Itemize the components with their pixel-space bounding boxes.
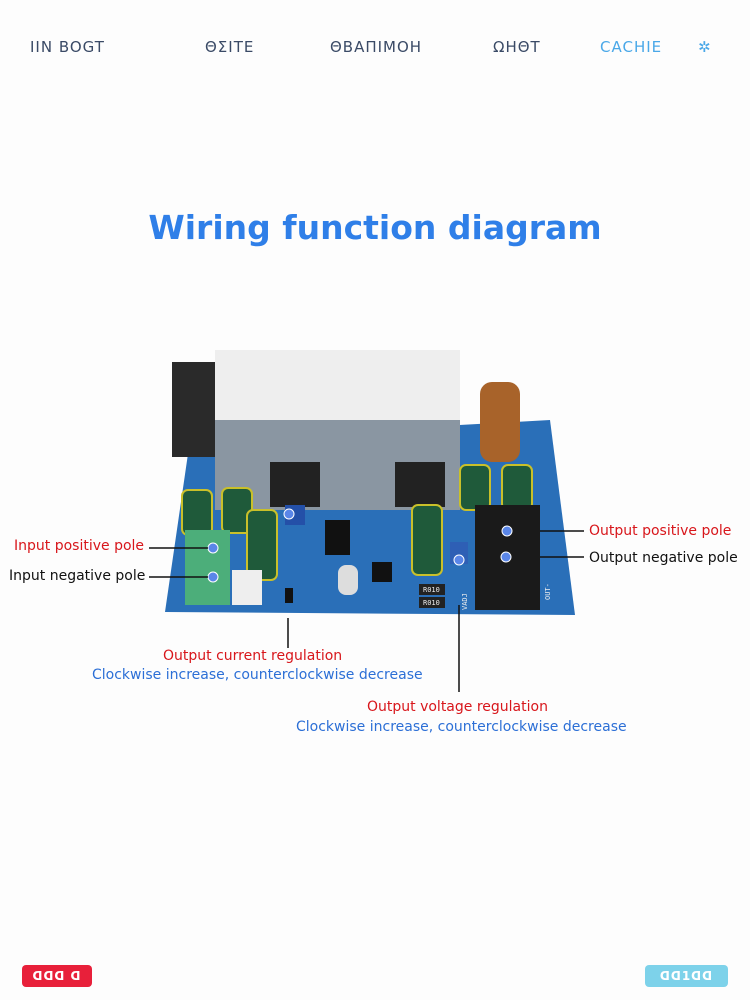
inductor — [480, 382, 520, 462]
vadj-mark: VADJ — [461, 593, 469, 610]
input-negative-dot — [207, 571, 219, 583]
right-button[interactable]: ᗡᗡ1ᗡᗡ — [645, 965, 728, 987]
output-negative-dot — [500, 551, 512, 563]
left-button[interactable]: ᗡᗡᗡ ᗡ — [22, 965, 92, 987]
output-negative-label: Output negative pole — [589, 550, 738, 566]
out-minus-mark: OUT- — [544, 583, 552, 600]
page-title: Wiring function diagram — [148, 208, 602, 247]
current-regulation-title: Output current regulation — [163, 648, 343, 664]
resistor-mark-1: R010 — [423, 586, 440, 594]
voltage-pot-dot — [453, 554, 465, 566]
nav-item-2[interactable]: ΘΣΙΤΕ — [205, 38, 255, 56]
input-negative-label: Input negative pole — [9, 568, 146, 584]
share-icon[interactable]: ✲ — [698, 38, 712, 56]
output-positive-dot — [501, 525, 513, 537]
input-terminal — [185, 530, 230, 605]
nav-item-1[interactable]: IIN BOGT — [30, 38, 105, 56]
current-pot-dot — [283, 508, 295, 520]
nav-item-3[interactable]: ΘΒΑΠΙΜΟΗ — [330, 38, 423, 56]
input-positive-dot — [207, 542, 219, 554]
resistor-mark-2: R010 — [423, 599, 440, 607]
input-positive-label: Input positive pole — [14, 538, 145, 554]
nav-item-5[interactable]: CACHIE — [600, 38, 663, 56]
voltage-regulation-desc: Clockwise increase, counterclockwise dec… — [296, 719, 627, 735]
heatsink-top — [215, 350, 460, 420]
voltage-regulation-title: Output voltage regulation — [367, 699, 548, 715]
output-positive-label: Output positive pole — [589, 523, 732, 539]
current-regulation-desc: Clockwise increase, counterclockwise dec… — [92, 667, 423, 683]
nav-item-4[interactable]: ΩΗΘΤ — [493, 38, 541, 56]
